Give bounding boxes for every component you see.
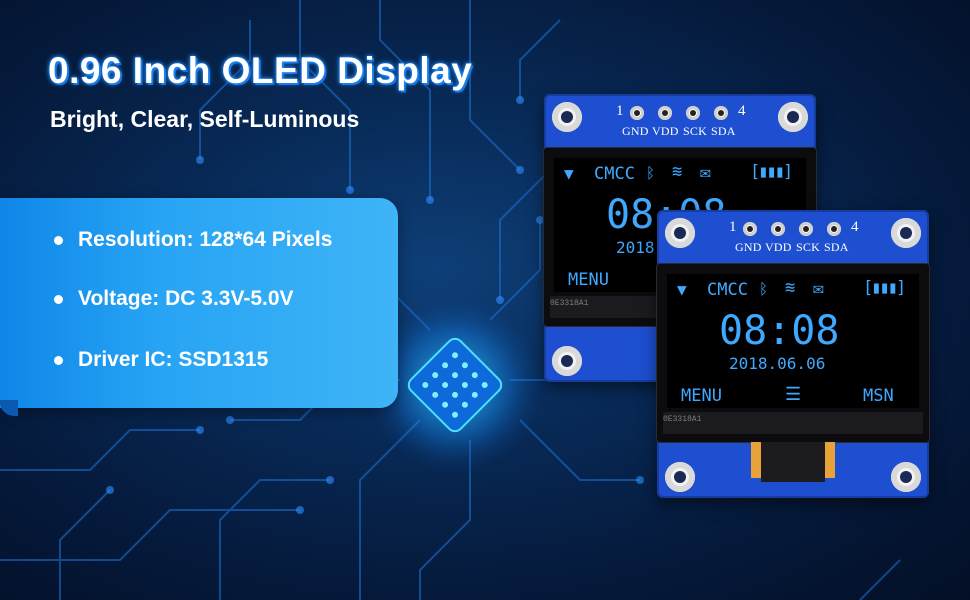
spec-item-driver: Driver IC: SSD1315 xyxy=(54,348,268,372)
panel-fold xyxy=(0,400,18,416)
pin-label-sda: SDA xyxy=(711,124,736,138)
pin-label-gnd: GND xyxy=(622,124,649,138)
mount-hole-icon xyxy=(891,462,921,492)
ic-code-text: 0E3318A1 xyxy=(550,299,589,308)
pin-label-sck: SCK xyxy=(683,124,707,138)
bluetooth-icon: ᛒ xyxy=(759,280,769,298)
pin-header-icon xyxy=(630,106,644,120)
mount-hole-icon xyxy=(778,102,808,132)
oled-module-front: 1 4 GND VDD SCK SDA ▼ CMCC ᛒ ≋ ✉ [▮▮▮] 0… xyxy=(657,210,929,498)
mail-icon: ✉ xyxy=(700,162,711,183)
pin-header-icon xyxy=(714,106,728,120)
pin-header-icon xyxy=(799,222,813,236)
mount-hole-icon xyxy=(891,218,921,248)
menu-softkey: MENU xyxy=(568,270,609,290)
mount-hole-icon xyxy=(552,346,582,376)
spec-text: Driver IC: SSD1315 xyxy=(78,348,269,371)
spec-text: Voltage: DC 3.3V-5.0V xyxy=(78,287,294,310)
mail-icon: ✉ xyxy=(813,278,824,299)
oled-glass: ▼ CMCC ᛒ ≋ ✉ [▮▮▮] 08:08 2018.06.06 MENU… xyxy=(657,264,929,442)
pin-header-icon xyxy=(743,222,757,236)
ic-code-text: 0E3318A1 xyxy=(663,415,702,424)
pin-number-first: 1 xyxy=(729,219,737,235)
pin-number-first: 1 xyxy=(616,103,624,119)
clock-date: 2018.06.06 xyxy=(729,354,826,373)
msn-softkey: MSN xyxy=(863,386,894,406)
mount-hole-icon xyxy=(665,218,695,248)
clock-time: 08:08 xyxy=(719,308,840,354)
pin-header-icon xyxy=(658,106,672,120)
bullet-icon xyxy=(54,355,63,365)
spec-item-voltage: Voltage: DC 3.3V-5.0V xyxy=(54,287,294,311)
pin-number-last: 4 xyxy=(738,103,746,119)
pin-header-icon xyxy=(827,222,841,236)
spec-text: Resolution: 128*64 Pixels xyxy=(78,228,333,251)
mount-hole-icon xyxy=(552,102,582,132)
pin-number-last: 4 xyxy=(851,219,859,235)
spec-panel xyxy=(0,198,398,408)
pin-label-sda: SDA xyxy=(824,240,849,254)
driver-ic-strip xyxy=(663,412,923,434)
wifi-icon: ≋ xyxy=(672,162,683,182)
pin-label-vdd: VDD xyxy=(652,124,679,138)
pin-header-icon xyxy=(771,222,785,236)
battery-icon: [▮▮▮] xyxy=(750,162,793,182)
signal-icon: ▼ xyxy=(564,164,574,183)
menu-list-icon: ☰ xyxy=(785,384,802,405)
carrier-text: CMCC xyxy=(707,280,748,300)
page-title: 0.96 Inch OLED Display xyxy=(48,50,473,91)
bullet-icon xyxy=(54,235,63,245)
wifi-icon: ≋ xyxy=(785,278,796,298)
page-subtitle: Bright, Clear, Self-Luminous xyxy=(50,106,360,132)
mount-hole-icon xyxy=(665,462,695,492)
bluetooth-icon: ᛒ xyxy=(646,164,656,182)
battery-icon: [▮▮▮] xyxy=(863,278,906,298)
signal-icon: ▼ xyxy=(677,280,687,299)
menu-softkey: MENU xyxy=(681,386,722,406)
pin-label-sck: SCK xyxy=(796,240,820,254)
chip-icon xyxy=(407,337,503,433)
pin-label-gnd: GND xyxy=(735,240,762,254)
pin-header-icon xyxy=(686,106,700,120)
pin-label-vdd: VDD xyxy=(765,240,792,254)
oled-screen: ▼ CMCC ᛒ ≋ ✉ [▮▮▮] 08:08 2018.06.06 MENU… xyxy=(667,274,919,408)
flex-connector xyxy=(761,442,825,482)
spec-item-resolution: Resolution: 128*64 Pixels xyxy=(54,228,332,252)
carrier-text: CMCC xyxy=(594,164,635,184)
bullet-icon xyxy=(54,294,63,304)
